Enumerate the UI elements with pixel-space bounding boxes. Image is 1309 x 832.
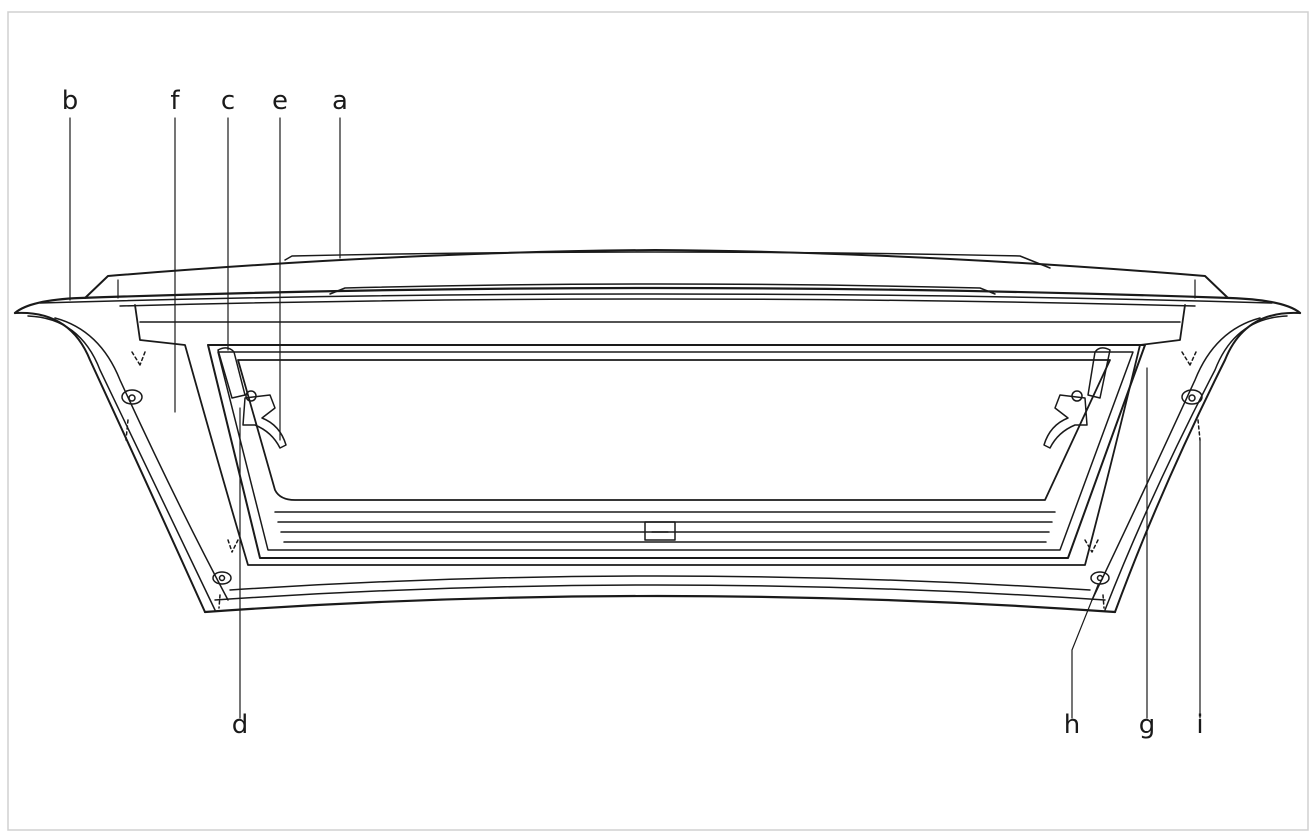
base-bottom xyxy=(203,594,1117,614)
right-handle xyxy=(1043,394,1088,449)
window-sash xyxy=(207,344,1146,559)
callout-f: f xyxy=(170,86,180,116)
callout-g: g xyxy=(1138,710,1156,740)
center-latch xyxy=(644,521,676,541)
leader-lines xyxy=(69,117,1201,719)
glass-pane xyxy=(237,359,1111,501)
callout-c: c xyxy=(220,86,236,116)
right-flange xyxy=(1114,311,1301,613)
callout-i: i xyxy=(1196,710,1204,740)
left-hinge xyxy=(217,347,246,399)
callout-b: b xyxy=(61,86,79,116)
inner-frame xyxy=(134,304,1186,566)
dome-lid xyxy=(84,249,1229,299)
dome-lid-inner xyxy=(284,251,1051,269)
upper-rim xyxy=(13,286,1302,315)
callout-d: d xyxy=(231,710,249,740)
mounting-screws xyxy=(121,351,1203,609)
callout-h: h xyxy=(1063,710,1081,740)
right-hinge xyxy=(1087,347,1111,399)
left-flange xyxy=(14,311,206,613)
left-handle xyxy=(242,394,287,449)
callout-e: e xyxy=(272,86,288,116)
callout-a: a xyxy=(332,86,348,116)
page-border xyxy=(7,11,1309,831)
